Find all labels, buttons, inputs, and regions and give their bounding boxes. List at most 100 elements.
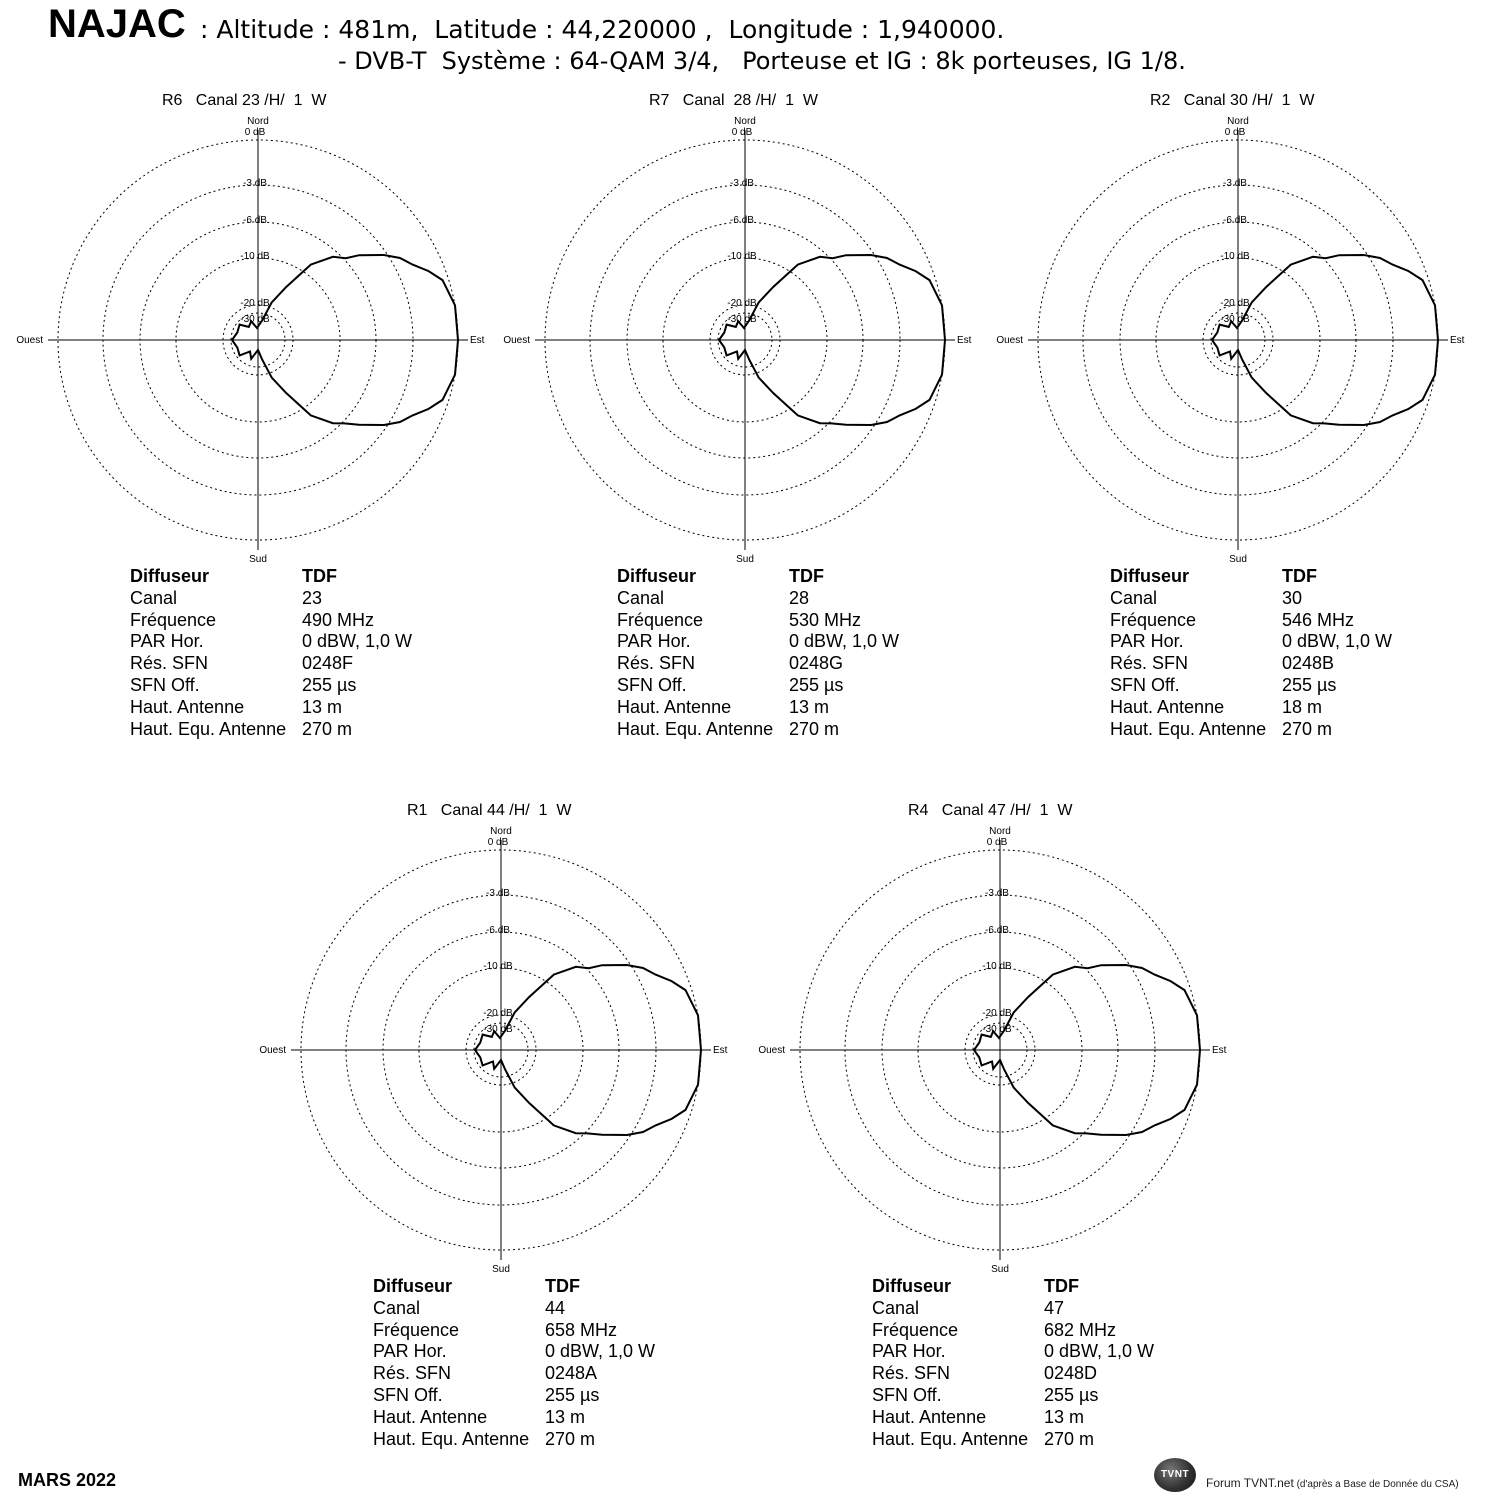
ring-label: -10 dB — [1220, 251, 1250, 262]
info-label: Haut. Antenne — [617, 696, 732, 717]
info-label: Haut. Equ. Antenne — [872, 1428, 1029, 1449]
site-name: NAJAC — [48, 2, 186, 46]
panel-title: R2 Canal 30 /H/ 1 W — [1150, 92, 1315, 109]
info-value: 658 MHz — [545, 1319, 618, 1340]
compass-west: Ouest — [996, 335, 1023, 346]
info-value: 47 — [1044, 1297, 1065, 1318]
radiation-pattern — [1210, 253, 1440, 427]
info-label: Diffuseur — [872, 1276, 952, 1296]
ring-label: -30 dB — [727, 314, 757, 325]
compass-south: Sud — [991, 1264, 1009, 1275]
info-row-par: PAR Hor. 0 dBW, 1,0 W — [130, 631, 412, 653]
compass-west: Ouest — [259, 1045, 286, 1056]
panel-title: R7 Canal 28 /H/ 1 W — [649, 92, 818, 109]
ring-label: -20 dB — [727, 298, 757, 309]
ring-label: -6 dB — [730, 215, 754, 226]
ring-label: 0 dB — [245, 127, 266, 138]
info-value: 0 dBW, 1,0 W — [789, 631, 900, 652]
info-label: Fréquence — [872, 1319, 959, 1340]
info-row-res-sfn: Rés. SFN 0248B — [1110, 653, 1392, 675]
info-value: 44 — [545, 1297, 566, 1318]
polar-diagram: 0 dB-3 dB-6 dB-10 dB-20 dB-30 dBNordSudE… — [259, 826, 728, 1275]
compass-south: Sud — [249, 554, 267, 565]
info-value: 13 m — [545, 1406, 586, 1427]
ring-label: -3 dB — [730, 178, 754, 189]
info-label: Haut. Equ. Antenne — [1110, 718, 1267, 739]
info-value: 28 — [789, 587, 810, 608]
info-value: 0 dBW, 1,0 W — [302, 631, 413, 652]
info-label: Fréquence — [617, 609, 704, 630]
info-label: Rés. SFN — [872, 1363, 951, 1384]
info-label: SFN Off. — [617, 674, 687, 695]
info-value: 0248B — [1282, 653, 1335, 674]
info-row-sfn-off: SFN Off.255 µs — [130, 675, 412, 697]
info-label: Haut. Equ. Antenne — [130, 718, 287, 739]
info-value: 270 m — [545, 1428, 596, 1449]
compass-east: Est — [713, 1045, 728, 1056]
info-value: 255 µs — [1044, 1384, 1099, 1405]
compass-west: Ouest — [503, 335, 530, 346]
ring-label: -6 dB — [1223, 215, 1247, 226]
polar-diagram: 0 dB-3 dB-6 dB-10 dB-20 dB-30 dBNordSudE… — [758, 826, 1227, 1275]
info-value: 255 µs — [1282, 674, 1337, 695]
ring-label: -30 dB — [240, 314, 270, 325]
info-row-sfn-off: SFN Off.255 µs — [872, 1385, 1154, 1407]
info-row-canal: Canal 44 — [373, 1298, 655, 1320]
polar-diagram: 0 dB-3 dB-6 dB-10 dB-20 dB-30 dBNordSudE… — [996, 116, 1464, 565]
ring-label: -20 dB — [483, 1008, 513, 1019]
polar-diagram: 0 dB-3 dB-6 dB-10 dB-20 dB-30 dBNordSudE… — [503, 116, 971, 565]
credit-main: Forum TVNT.net — [1206, 1476, 1294, 1490]
info-value: TDF — [1282, 566, 1317, 586]
ring-label: -3 dB — [243, 178, 267, 189]
info-value: 18 m — [1282, 696, 1323, 717]
info-row-par: PAR Hor.0 dBW, 1,0 W — [617, 631, 899, 653]
compass-east: Est — [1212, 1045, 1227, 1056]
compass-north: Nord — [989, 826, 1011, 837]
compass-west: Ouest — [16, 335, 43, 346]
info-label: Fréquence — [130, 609, 217, 630]
tvnt-logo: TVNT — [1154, 1458, 1196, 1492]
ring-label: 0 dB — [1225, 127, 1246, 138]
info-label: Rés. SFN — [617, 653, 696, 674]
ring-label: -3 dB — [985, 888, 1009, 899]
info-label: Diffuseur — [617, 566, 697, 586]
ring-label: -30 dB — [483, 1024, 513, 1035]
info-label: Haut. Antenne — [872, 1406, 987, 1427]
panel-title: R4 Canal 47 /H/ 1 W — [908, 802, 1073, 819]
info-label: Rés. SFN — [373, 1363, 452, 1384]
info-label: Diffuseur — [373, 1276, 453, 1296]
info-label: Fréquence — [1110, 609, 1197, 630]
info-value: 0 dBW, 1,0 W — [1044, 1341, 1155, 1362]
info-label: PAR Hor. — [130, 631, 204, 652]
info-label: Canal — [373, 1297, 421, 1318]
info-label: Canal — [1110, 587, 1158, 608]
polar-diagram: 0 dB-3 dB-6 dB-10 dB-20 dB-30 dBNordSudE… — [16, 116, 484, 565]
info-row-par: PAR Hor.0 dBW, 1,0 W — [373, 1341, 655, 1363]
info-label: Rés. SFN — [1110, 653, 1189, 674]
info-label: PAR Hor. — [872, 1341, 946, 1362]
info-row-par: PAR Hor.0 dBW, 1,0 W — [1110, 631, 1392, 653]
info-value: 270 m — [789, 718, 840, 739]
info-label: Haut. Equ. Antenne — [373, 1428, 530, 1449]
